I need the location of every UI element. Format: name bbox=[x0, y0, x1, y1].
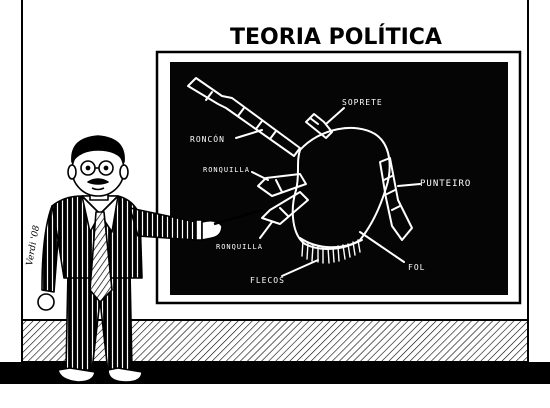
cartoon-title: TEORIA POLÍTICA bbox=[230, 24, 442, 50]
moustache bbox=[87, 178, 109, 185]
board-labels: SOPRETE RONCÓN RONQUILLA PUNTEIRO RONQUI… bbox=[190, 98, 471, 285]
fringe-lines bbox=[301, 239, 361, 264]
right-hand bbox=[201, 219, 223, 241]
pointer-stick bbox=[213, 208, 263, 226]
fringe-base bbox=[299, 237, 363, 249]
bagpipe-diagram bbox=[187, 77, 421, 277]
right-shoe bbox=[107, 367, 143, 383]
label-flecos: FLECOS bbox=[250, 276, 285, 285]
floor-edge bbox=[0, 384, 550, 408]
drone-ronquilla-bottom bbox=[261, 191, 309, 225]
label-ronquilla-top: RONQUILLA bbox=[203, 166, 250, 174]
left-shoe bbox=[57, 367, 96, 383]
baseboard bbox=[21, 319, 529, 363]
artist-signature: Verdi '08 bbox=[25, 224, 42, 266]
label-ronquilla-bottom: RONQUILLA bbox=[216, 243, 263, 251]
hair bbox=[71, 135, 125, 163]
left-ear bbox=[67, 164, 77, 180]
drone-roncon bbox=[187, 77, 301, 157]
chanter-punteiro bbox=[379, 157, 413, 241]
mouth bbox=[91, 187, 105, 191]
left-hand bbox=[37, 293, 55, 311]
label-fol: FOL bbox=[408, 263, 425, 272]
teacher bbox=[37, 135, 263, 383]
left-arm bbox=[41, 205, 59, 293]
bag-outline bbox=[291, 127, 391, 250]
blowpipe-soprete bbox=[305, 113, 333, 139]
right-ear bbox=[119, 164, 129, 180]
right-lapel bbox=[99, 195, 119, 233]
label-soprete: SOPRETE bbox=[342, 98, 383, 107]
tie bbox=[89, 211, 113, 303]
label-roncon: RONCÓN bbox=[190, 133, 225, 144]
shirt-cuff bbox=[195, 219, 203, 241]
room bbox=[21, 0, 529, 320]
label-punteiro: PUNTEIRO bbox=[420, 179, 471, 189]
